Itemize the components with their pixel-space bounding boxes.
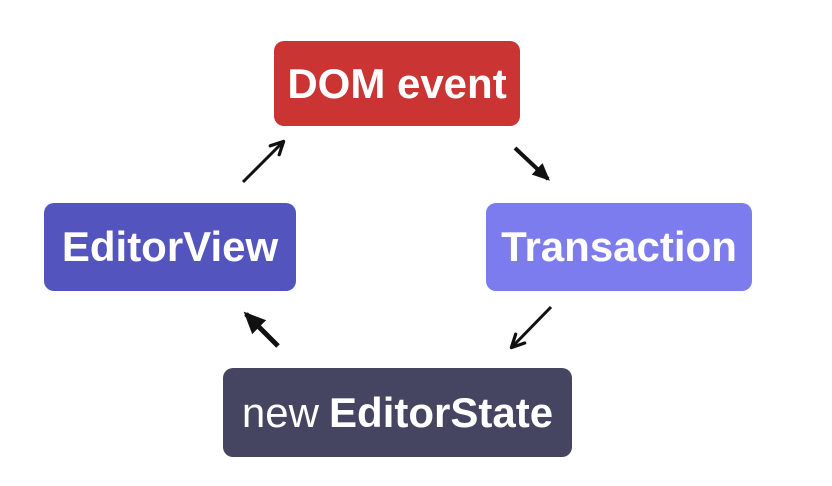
node-new-editorstate: new EditorState bbox=[223, 368, 572, 457]
node-new-editorstate-label: EditorState bbox=[329, 388, 554, 436]
node-dom-event-label: DOM event bbox=[287, 59, 507, 107]
arrow-dom-event-to-transaction bbox=[513, 146, 550, 181]
node-transaction-label: Transaction bbox=[501, 223, 737, 270]
node-transaction: Transaction bbox=[486, 203, 752, 291]
node-new-editorstate-label-prefix: new bbox=[241, 388, 319, 436]
node-dom-event: DOM event bbox=[274, 41, 520, 126]
arrow-new-editorstate-to-editorview bbox=[243, 311, 280, 348]
node-editorview: EditorView bbox=[44, 203, 296, 291]
arrow-editorview-to-dom-event bbox=[241, 139, 286, 184]
arrow-transaction-to-new-editorstate bbox=[509, 305, 553, 350]
node-editorview-label: EditorView bbox=[61, 223, 279, 270]
